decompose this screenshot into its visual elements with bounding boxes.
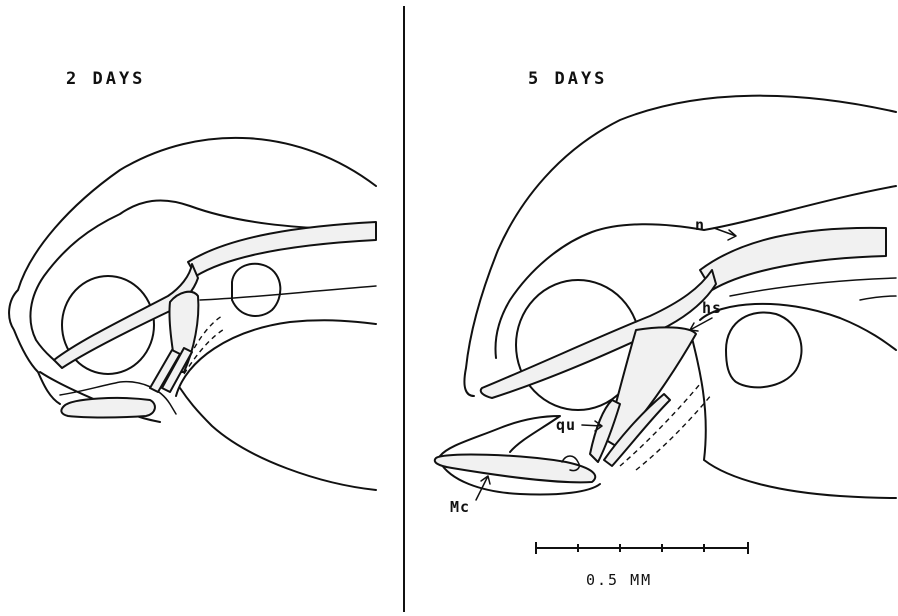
otic-vesicle [232, 264, 280, 316]
pharynx-outline [690, 330, 896, 498]
ventral-outline [700, 304, 896, 350]
brain-outline [496, 186, 896, 358]
label-meckels-cartilage: Mc [450, 498, 470, 516]
scale-bar: 0.5 MM [536, 542, 748, 589]
lower-jaw-outline [440, 416, 560, 456]
inner-line [730, 278, 896, 296]
label-hyosymplectic: hs [702, 299, 722, 317]
label-quadrate: qu [556, 416, 576, 434]
scale-bar-label: 0.5 MM [586, 571, 652, 589]
panel-2-days: 2 DAYS [9, 69, 376, 490]
meckels-cartilage [435, 455, 595, 483]
inner-line-2 [860, 296, 896, 300]
otic-vesicle [726, 313, 802, 388]
inner-line [200, 286, 376, 300]
notochord [700, 228, 886, 290]
arrow-notochord [714, 228, 736, 240]
meckels-cartilage [61, 398, 155, 418]
yolk-outline [180, 388, 376, 490]
panel-title-2-days: 2 DAYS [66, 69, 145, 89]
panel-5-days: 5 DAYS n hs qu M [435, 69, 896, 589]
panel-title-5-days: 5 DAYS [528, 69, 607, 89]
brain-outline [30, 200, 376, 360]
label-notochord: n [695, 216, 705, 234]
notochord [188, 222, 376, 276]
